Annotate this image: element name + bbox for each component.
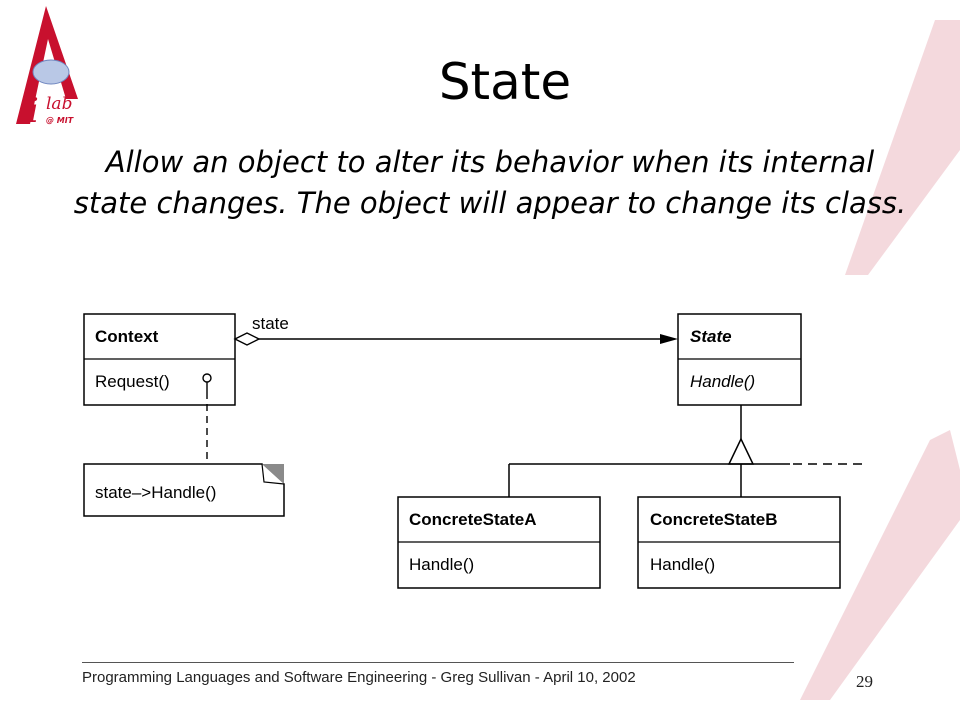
page-number: 29 <box>856 672 873 691</box>
slide-title: State <box>438 53 572 111</box>
logo-glyph: i <box>28 91 39 131</box>
note-fold <box>261 463 285 485</box>
state-operation: Handle() <box>690 372 755 391</box>
inheritance-triangle <box>727 437 755 465</box>
logo-text: lab <box>46 94 73 114</box>
concrete-state-a-name: ConcreteStateA <box>409 510 537 529</box>
ilab-logo: i lab @ MIT <box>6 4 86 134</box>
brain-icon <box>32 59 70 85</box>
context-class: Context Request() <box>83 313 236 406</box>
footer-text: Programming Languages and Software Engin… <box>82 669 636 686</box>
concrete-state-b-operation: Handle() <box>650 555 715 574</box>
footer-divider <box>82 662 794 663</box>
context-operation: Request() <box>95 372 170 391</box>
ilab-logo-graphic: i <box>16 6 78 131</box>
concrete-state-b-name: ConcreteStateB <box>650 510 778 529</box>
context-name: Context <box>95 327 159 346</box>
concrete-state-a-class: ConcreteStateA Handle() <box>397 496 601 589</box>
logo-subtext: @ MIT <box>46 116 74 125</box>
intent-line-1: Allow an object to alter its behavior wh… <box>105 145 875 179</box>
note-box <box>83 463 285 517</box>
intent-line-2: state changes. The object will appear to… <box>73 186 907 220</box>
state-name: State <box>690 327 732 346</box>
background-slash-bottom <box>800 430 960 700</box>
concrete-state-a-operation: Handle() <box>409 555 474 574</box>
concrete-state-b-class: ConcreteStateB Handle() <box>637 496 841 589</box>
state-class: State Handle() <box>677 313 802 406</box>
note: state–>Handle() <box>83 463 285 517</box>
aggregation-diamond <box>233 332 261 346</box>
background-slash-top <box>845 20 960 275</box>
note-text: state–>Handle() <box>95 483 216 502</box>
association-arrowhead <box>660 334 678 344</box>
association-label: state <box>252 314 289 333</box>
intent-text: Allow an object to alter its behavior wh… <box>40 142 940 224</box>
logo-triangle <box>16 6 78 124</box>
note-anchor-circle <box>202 373 212 383</box>
